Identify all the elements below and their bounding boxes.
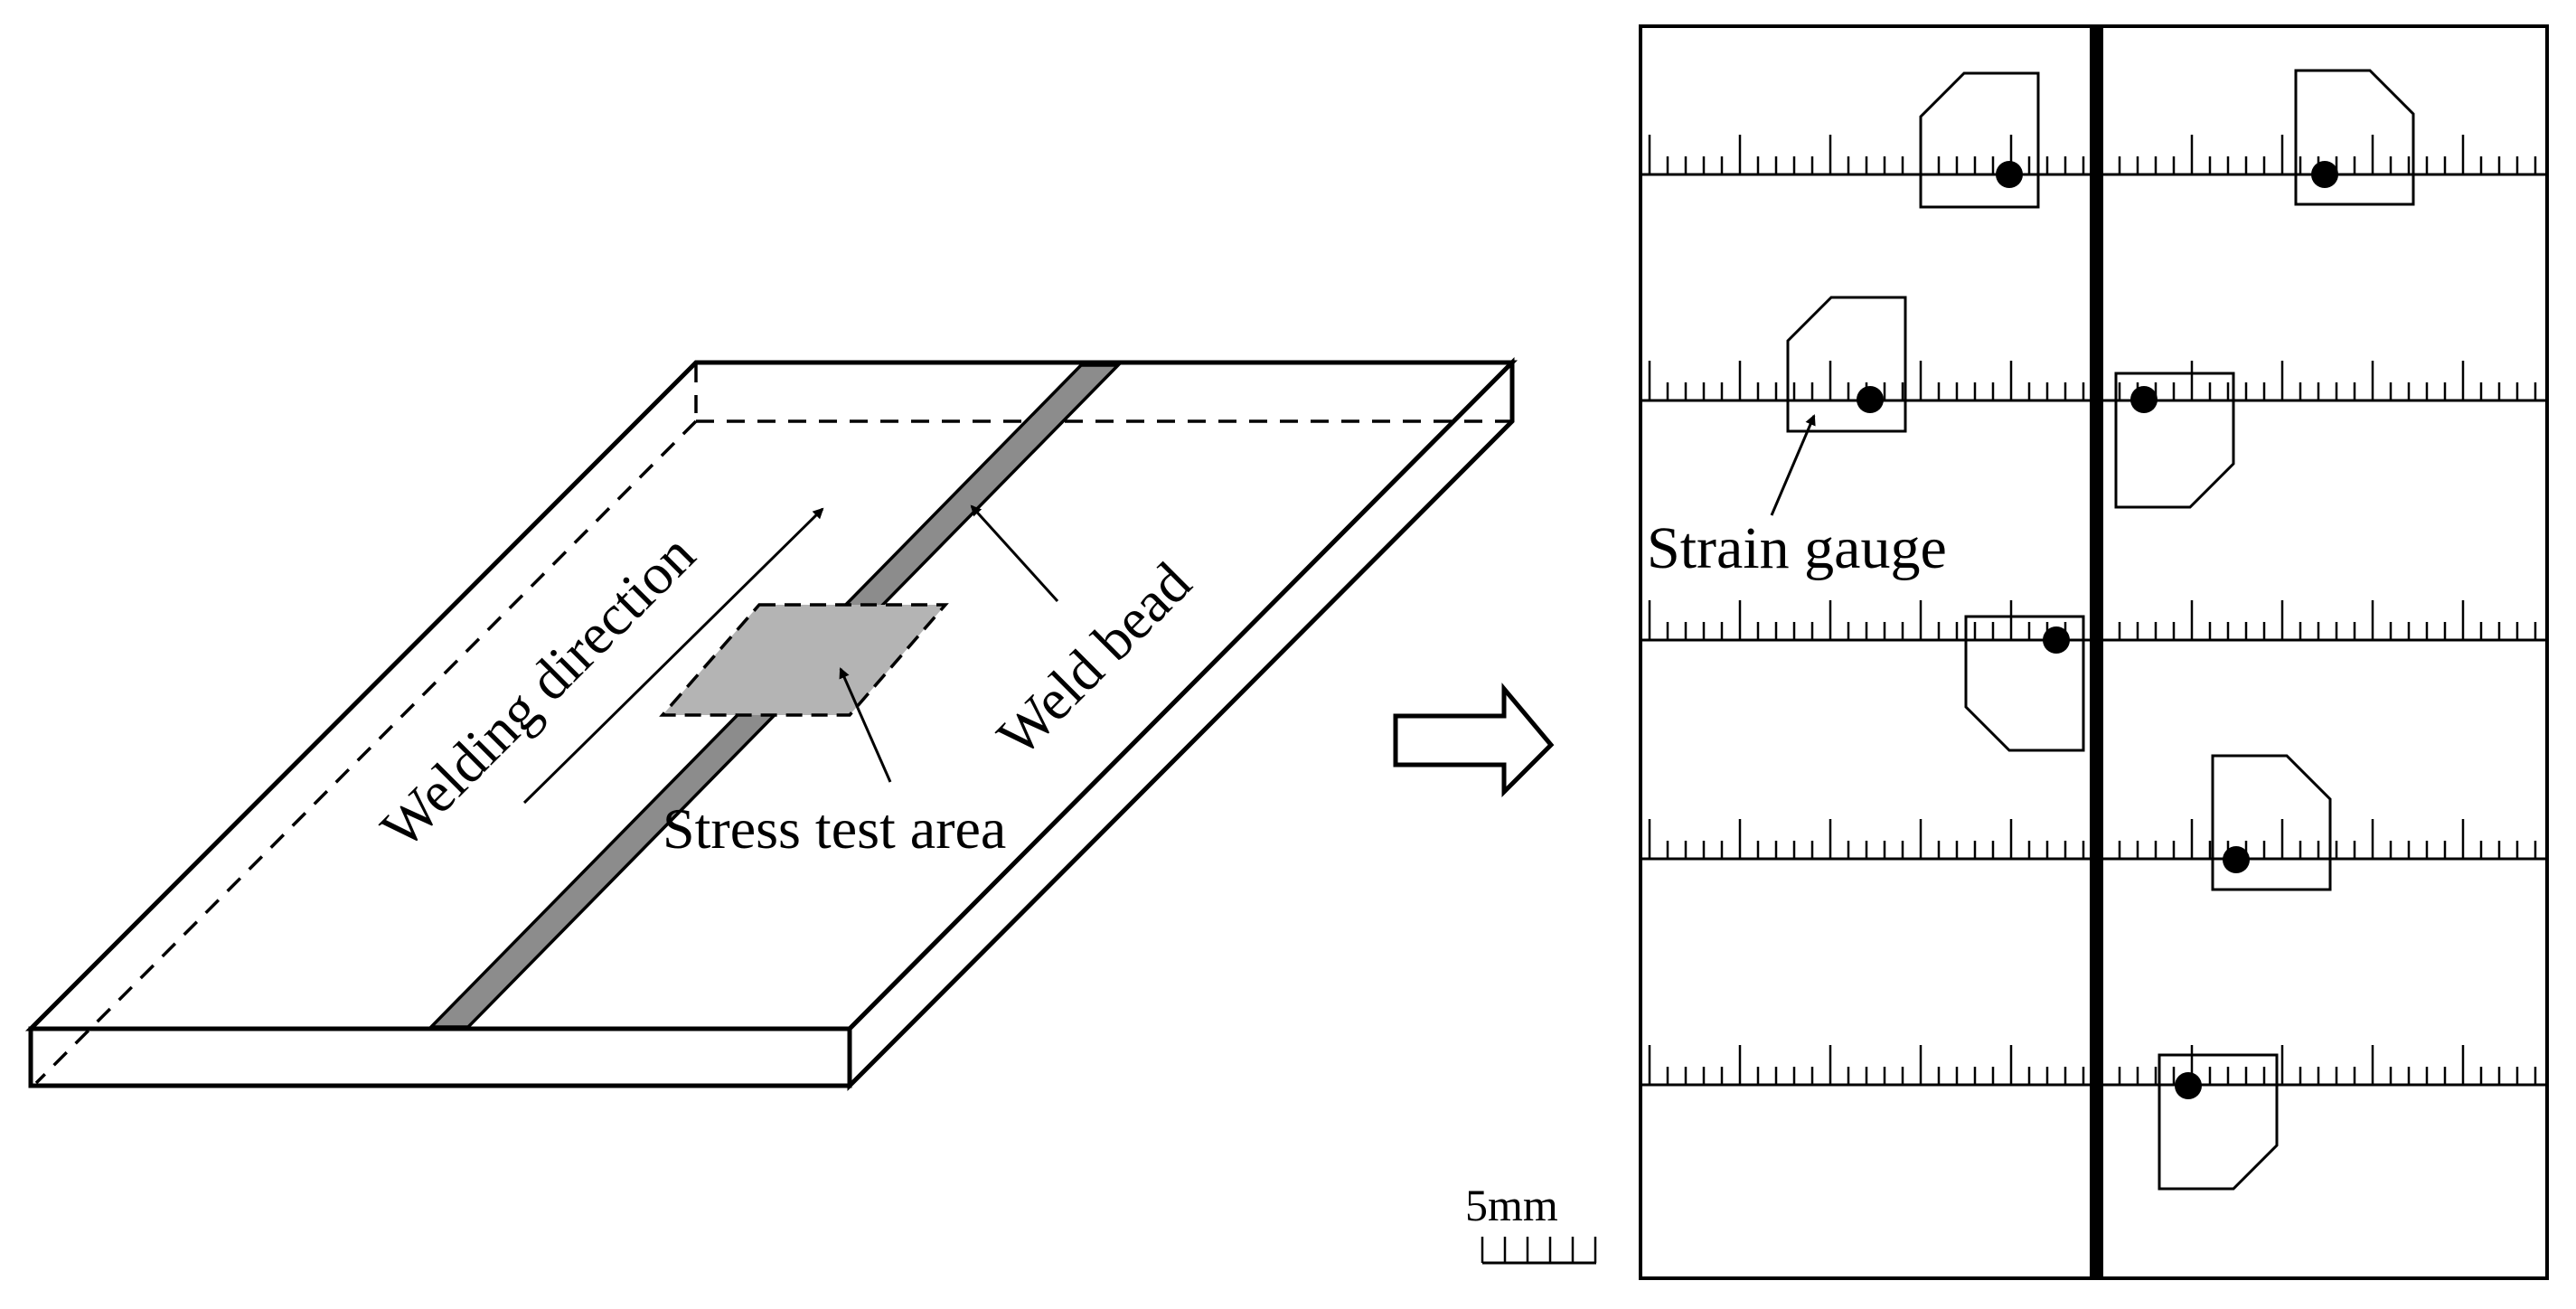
strain-gauge-2 — [2294, 69, 2415, 206]
ruler-4 — [1642, 819, 2545, 861]
strain-gauge-point — [1996, 161, 2023, 188]
scale-label: 5mm — [1465, 1180, 1558, 1230]
scale-ticks — [1481, 1237, 1597, 1265]
strain-gauge-point — [1857, 386, 1884, 413]
weld-centerline — [2090, 26, 2103, 1278]
strain-gauges — [1786, 69, 2415, 1191]
strain-gauge-outline — [1964, 615, 2085, 752]
weld-bead-arrow — [970, 504, 1059, 603]
strain-gauge-7 — [2158, 1053, 2279, 1191]
strain-gauge-6 — [2211, 754, 2332, 891]
strain-gauge-point — [2043, 626, 2070, 654]
strain-gauge-point — [2223, 846, 2250, 873]
strain-gauge-outline — [2158, 1053, 2279, 1191]
strain-gauge-point — [2175, 1072, 2202, 1099]
strain-gauge-3 — [1786, 296, 1907, 433]
strain-gauge-outline — [2114, 372, 2235, 509]
gauge-layout-panel: Strain gauge — [1639, 24, 2549, 1280]
ruler-3 — [1642, 600, 2545, 642]
strain-gauge-outline — [2294, 69, 2415, 206]
plate-front-face — [28, 1026, 852, 1088]
strain-gauge-arrow — [1770, 414, 1816, 516]
stress-test-area — [659, 603, 949, 717]
strain-gauge-1 — [1919, 71, 2040, 209]
ruler-5 — [1642, 1045, 2545, 1087]
strain-gauge-outline — [1786, 296, 1907, 433]
welding-direction-arrow — [522, 507, 824, 805]
scale-bar: 5mm — [1465, 1180, 1597, 1265]
strain-gauge-point — [2311, 161, 2338, 188]
strain-gauge-outline — [1919, 71, 2040, 209]
strain-gauge-label: Strain gauge — [1647, 515, 1947, 581]
strain-gauge-point — [2130, 386, 2158, 413]
welded-plate: Welding direction Weld bead Stress test … — [24, 356, 1518, 1092]
strain-gauge-5 — [1964, 615, 2085, 752]
strain-gauge-outline — [2211, 754, 2332, 891]
strain-gauge-4 — [2114, 372, 2235, 509]
measurement-rulers — [1642, 135, 2545, 1087]
stress-test-area-arrow — [839, 667, 892, 783]
transition-arrow-icon — [1393, 683, 1555, 798]
stress-test-area-label: Stress test area — [663, 796, 1006, 861]
hidden-edges — [34, 364, 1512, 1085]
